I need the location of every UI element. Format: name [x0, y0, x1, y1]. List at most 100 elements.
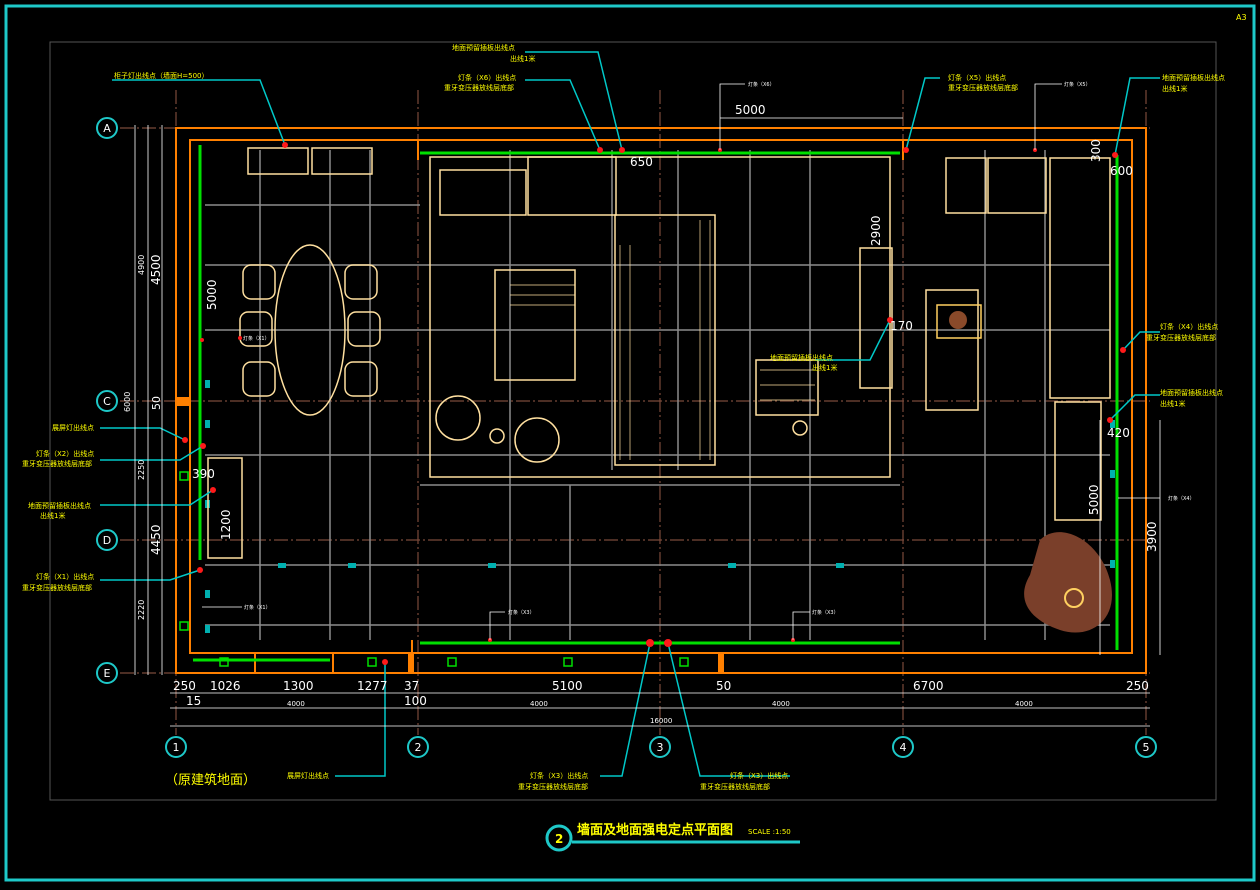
chair — [344, 264, 378, 300]
leader — [1122, 331, 1160, 351]
dim-left-outer: 50 — [150, 396, 163, 410]
dimension-lines — [134, 117, 1161, 727]
rug — [925, 289, 979, 411]
tag: 灯条（X3） — [508, 609, 535, 616]
col-axis-1-bubble — [165, 736, 187, 758]
leader — [1109, 394, 1160, 421]
power-point — [367, 657, 377, 667]
dim-left-outer: 2220 — [137, 600, 146, 620]
callout: 灯条（X5）出线点 — [948, 73, 1006, 82]
tag: 灯条（X1） — [244, 604, 271, 611]
display-stand — [207, 457, 243, 559]
drawing-scale: SCALE :1:50 — [748, 828, 791, 836]
small-tags: 灯条（X6） 灯条（X5） 灯条（X4） 灯条（X3） 灯条（X3） 灯条（X1… — [243, 81, 1195, 616]
light-strips — [193, 145, 1119, 662]
stool — [792, 420, 808, 436]
outlet-point — [903, 147, 909, 153]
leader — [667, 642, 790, 777]
callout: 灯条（X2）出线点 — [36, 449, 94, 458]
callout: 重牙变压器放线层底部 — [22, 459, 92, 468]
tag-leader — [489, 611, 505, 640]
dim-bottom: 1277 — [357, 679, 388, 693]
tag-leader — [1034, 83, 1062, 150]
dim-bottom-mid: 15 — [186, 694, 201, 708]
dim-bottom: 1026 — [210, 679, 241, 693]
power-point — [563, 657, 573, 667]
sideboard — [859, 247, 893, 389]
furniture-stripes — [510, 220, 815, 460]
outer-wall — [175, 127, 1147, 674]
outlet-point — [238, 336, 242, 340]
drawing-title: 墙面及地面强电定点平面图 — [577, 822, 733, 838]
power-point — [447, 657, 457, 667]
outlet-point — [1120, 347, 1126, 353]
leader — [525, 51, 623, 151]
callout: 柜子灯出线点（墙面H=500） — [114, 71, 209, 80]
dimension-text: 4900 50 6000 2250 2220 4500 4450 250 102… — [123, 103, 1159, 725]
socket — [348, 563, 356, 568]
sheet-label: A3 — [1236, 13, 1247, 22]
outlet-point — [887, 317, 893, 323]
tag: 灯条（X4） — [1168, 495, 1195, 502]
callout: 展屏灯出线点 — [52, 423, 94, 432]
outlet-point — [664, 639, 672, 647]
title-number-circle — [545, 824, 573, 852]
dim-left-outer: 4900 — [137, 255, 146, 275]
cabinet — [247, 147, 309, 175]
desk — [614, 214, 716, 466]
leader — [100, 569, 201, 581]
dim-axis: 4000 — [772, 700, 790, 708]
power-points-green — [179, 471, 689, 667]
callout: 重牙变压器放线层底部 — [444, 83, 514, 92]
callout: 灯条（X3）出线点 — [530, 771, 588, 780]
leader — [815, 319, 891, 361]
footer-note: （原建筑地面） — [165, 772, 256, 788]
callout: 地面预留插板出线点 — [28, 501, 91, 510]
callout: 灯条（X6）出线点 — [458, 73, 516, 82]
dim-bottom: 6700 — [913, 679, 944, 693]
outlet-point — [597, 147, 603, 153]
callout: 地面预留插板出线点 — [770, 353, 833, 362]
meeting-table — [274, 244, 346, 416]
callout: 灯条（X1）出线点 — [36, 572, 94, 581]
row-axis-A-bubble — [96, 117, 118, 139]
outlet-point — [200, 443, 206, 449]
chair — [344, 361, 378, 397]
callout: 地面预留插板出线点 — [452, 43, 515, 52]
stool — [489, 428, 505, 444]
callout: 地面预留插板出线点 — [1160, 388, 1223, 397]
callout: 出线1米 — [1160, 399, 1185, 408]
col-axis-4-label: 4 — [900, 741, 907, 754]
col-axis-2-bubble — [407, 736, 429, 758]
callout: 展屏灯出线点 — [287, 771, 329, 780]
socket — [205, 590, 210, 598]
dim-axis: 4000 — [287, 700, 305, 708]
socket — [205, 625, 210, 633]
floor-sockets — [205, 380, 1115, 633]
axis-grid — [120, 90, 1150, 735]
row-axis-A-label: A — [103, 122, 111, 135]
col-axis-1-label: 1 — [173, 741, 180, 754]
desk — [439, 169, 527, 216]
dim-interior: 170 — [890, 319, 913, 333]
tag-leader — [719, 83, 745, 150]
tag: 灯条（X3） — [812, 609, 839, 616]
dim-total: 16000 — [650, 717, 672, 725]
table — [755, 359, 819, 416]
col-axis-2-label: 2 — [415, 741, 422, 754]
dim-interior: 5000 — [205, 279, 219, 310]
dim-interior: 300 — [1089, 139, 1103, 162]
chair — [347, 311, 381, 347]
leader — [100, 427, 186, 441]
dim-interior: 1200 — [219, 509, 233, 540]
callout: 出线1米 — [1162, 84, 1187, 93]
col-axis-4-bubble — [892, 736, 914, 758]
col-axis-3-label: 3 — [657, 741, 664, 754]
outlet-point — [210, 487, 216, 493]
dim-interior: 650 — [630, 155, 653, 169]
dim-interior: 600 — [1110, 164, 1133, 178]
cabinet — [311, 147, 373, 175]
tag: 灯条（X5） — [1064, 81, 1091, 88]
chair — [239, 311, 273, 347]
